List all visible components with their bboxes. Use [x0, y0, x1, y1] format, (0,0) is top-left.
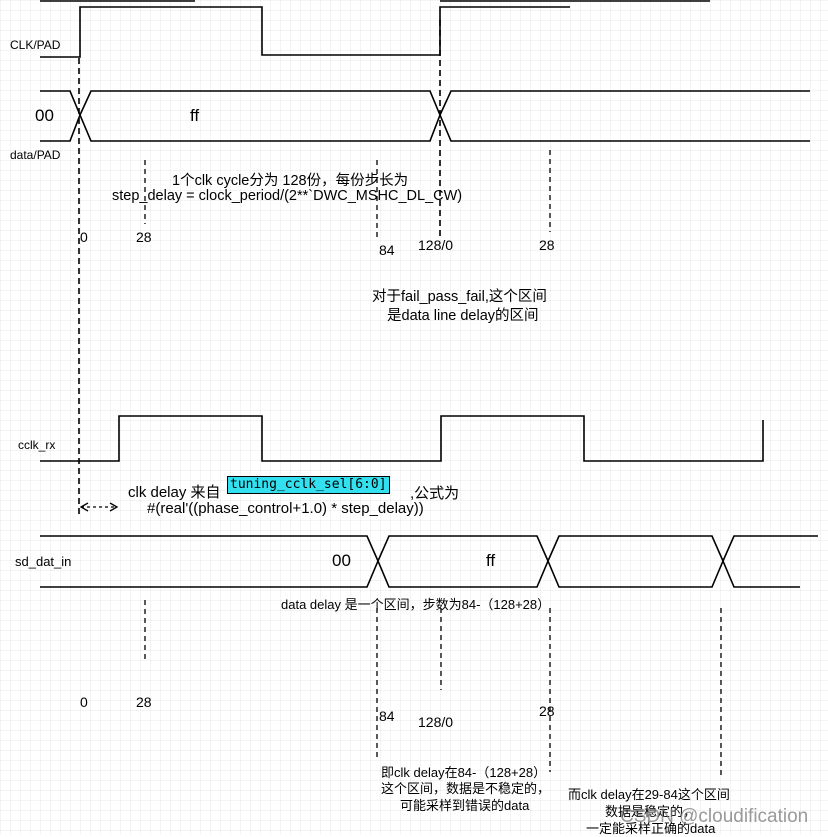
bottom-tick-label-0: 0 [80, 694, 88, 710]
sd-dat-in-bus-bottom [40, 558, 800, 588]
top-tick-label-84: 84 [379, 242, 395, 258]
stable-note-line-2: 数据是稳定的， [605, 804, 697, 819]
data-delay-note: data delay 是一个区间，步数为84-（128+28） [281, 597, 551, 612]
sd-dat-in-value-ff: ff [486, 551, 496, 570]
unstable-note-line-1: 即clk delay在84-（128+28） [381, 765, 547, 780]
fail-pass-note-line-1: 对于fail_pass_fail,这个区间 [372, 289, 547, 305]
sd-dat-in-bus-top [40, 535, 818, 563]
stable-note-line-3: 一定能采样正确的data [586, 821, 716, 836]
csdn-watermark: CSDN @cloudification [620, 806, 809, 827]
signal-label-sd-dat-in: sd_dat_in [15, 554, 72, 569]
bottom-tick-label-128: 128/0 [418, 714, 454, 730]
top-tick-label-28: 28 [136, 229, 152, 245]
unstable-note-line-3: 可能采样到错误的data [400, 798, 530, 813]
top-tick-label-0: 0 [80, 229, 88, 245]
data-pad-value-ff: ff [190, 106, 200, 125]
data-pad-value-00: 00 [35, 106, 54, 125]
tuning-cclk-sel-code: tuning_cclk_sel[6:0] [227, 476, 390, 494]
data-pad-bus-bottom [40, 112, 810, 142]
step-note-line-1: 1个clk cycle分为 128份，每份步长为 [172, 173, 409, 189]
bottom-tick-label-84: 84 [379, 708, 395, 724]
fail-pass-note-line-2: 是data line delay的区间 [387, 308, 539, 324]
unstable-note-line-2: 这个区间，数据是不稳定的， [381, 781, 551, 796]
top-tick-label-28-right: 28 [539, 237, 555, 253]
signal-label-clk-pad: CLK/PAD [10, 38, 61, 52]
step-note-line-2: step_delay = clock_period/(2**`DWC_MSHC_… [112, 188, 463, 204]
clk-delay-prefix: clk delay 来自 [128, 484, 221, 501]
sd-dat-in-value-00: 00 [332, 551, 351, 570]
clk-delay-formula: #(real'((phase_control+1.0) * step_delay… [147, 500, 424, 517]
top-tick-label-128: 128/0 [418, 237, 454, 253]
stable-note-line-1: 而clk delay在29-84这个区间 [568, 787, 730, 802]
bottom-tick-label-28: 28 [136, 694, 152, 710]
clk-delay-suffix: ,公式为 [410, 485, 460, 502]
signal-label-cclk-rx: cclk_rx [18, 438, 56, 452]
clk-pad-waveform [40, 6, 570, 58]
data-pad-bus-top [40, 90, 810, 117]
bottom-tick-label-28-right: 28 [539, 703, 555, 719]
signal-label-data-pad: data/PAD [10, 148, 61, 162]
cclk-rx-waveform [40, 415, 764, 462]
